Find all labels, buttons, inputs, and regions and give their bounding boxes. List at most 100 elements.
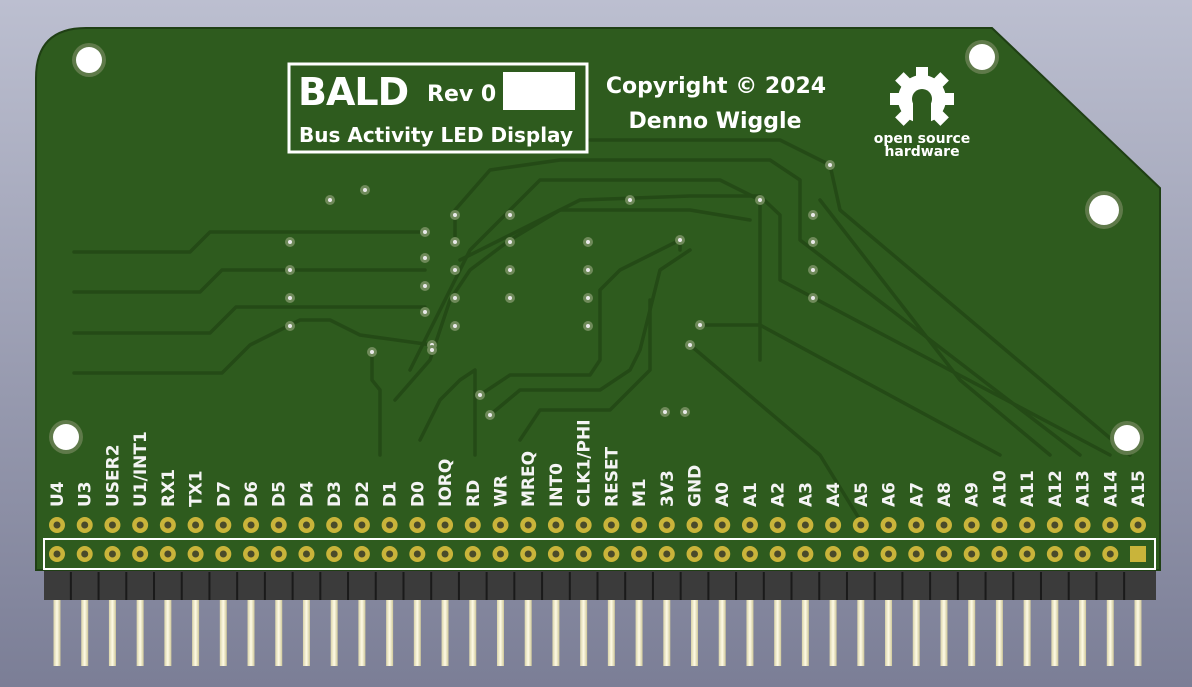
pin-label: MREQ bbox=[519, 451, 539, 507]
connector-divider bbox=[1067, 572, 1070, 600]
pin-label: INT0 bbox=[547, 463, 567, 507]
copyright-text: Copyright © 2024 bbox=[606, 74, 826, 99]
pad-drill bbox=[496, 550, 504, 558]
vias bbox=[285, 160, 835, 420]
pad-drill bbox=[995, 521, 1003, 529]
pin-label: A14 bbox=[1101, 470, 1121, 507]
header-pin bbox=[1023, 598, 1031, 666]
pad-drill bbox=[774, 521, 782, 529]
pad-drill bbox=[580, 550, 588, 558]
header-pin bbox=[136, 598, 144, 666]
pad-drill bbox=[746, 550, 754, 558]
header-pin bbox=[746, 598, 754, 666]
header-pin bbox=[524, 598, 532, 666]
via-drill bbox=[488, 413, 492, 417]
connector-divider bbox=[291, 572, 294, 600]
via-drill bbox=[453, 324, 457, 328]
connector-divider bbox=[568, 572, 571, 600]
pad-drill bbox=[940, 521, 948, 529]
header-pin bbox=[691, 598, 699, 666]
header-pin bbox=[885, 598, 893, 666]
pin-label: D3 bbox=[325, 481, 345, 507]
connector-divider bbox=[402, 572, 405, 600]
pad-drill bbox=[330, 521, 338, 529]
pin-label: A7 bbox=[907, 482, 927, 507]
pad-drill bbox=[801, 521, 809, 529]
via-drill bbox=[683, 410, 687, 414]
connector-divider bbox=[541, 572, 544, 600]
header-pin bbox=[441, 598, 449, 666]
pad-drill bbox=[108, 550, 116, 558]
pin-label: D0 bbox=[408, 481, 428, 507]
pad-drill bbox=[552, 550, 560, 558]
pad-drill bbox=[995, 550, 1003, 558]
pad-drill bbox=[1023, 521, 1031, 529]
mounting-hole bbox=[969, 44, 995, 70]
pin-label: D1 bbox=[381, 481, 401, 507]
pin-label: D4 bbox=[297, 481, 317, 507]
pad-drill bbox=[192, 521, 200, 529]
via-drill bbox=[628, 198, 632, 202]
connector-divider bbox=[735, 572, 738, 600]
pin-label: D2 bbox=[353, 481, 373, 507]
header-pin bbox=[81, 598, 89, 666]
pad-drill bbox=[885, 521, 893, 529]
connector-divider bbox=[97, 572, 100, 600]
pad-drill bbox=[386, 550, 394, 558]
pin-label: D6 bbox=[242, 481, 262, 507]
pin-label: RD bbox=[464, 480, 484, 507]
pin-label: RX1 bbox=[159, 469, 179, 507]
connector-divider bbox=[319, 572, 322, 600]
pin-label: A0 bbox=[713, 482, 733, 507]
pad-drill bbox=[108, 521, 116, 529]
pad-drill bbox=[968, 550, 976, 558]
via-drill bbox=[423, 256, 427, 260]
header-pin bbox=[718, 598, 726, 666]
pin-label: D7 bbox=[214, 481, 234, 507]
pad-drill bbox=[1051, 550, 1059, 558]
pad-drill bbox=[247, 521, 255, 529]
pad-drill bbox=[136, 521, 144, 529]
via-drill bbox=[423, 284, 427, 288]
connector-divider bbox=[485, 572, 488, 600]
author-text: Denno Wiggle bbox=[628, 109, 801, 134]
pin-label: A12 bbox=[1046, 470, 1066, 507]
via-drill bbox=[586, 240, 590, 244]
pin-label: A15 bbox=[1129, 470, 1149, 507]
pin-label: CLK1/PHI bbox=[575, 419, 595, 507]
via-drill bbox=[453, 268, 457, 272]
connector-divider bbox=[679, 572, 682, 600]
pin-label: IORQ bbox=[436, 459, 456, 507]
title-block-frame bbox=[287, 62, 589, 154]
pad-drill bbox=[192, 550, 200, 558]
via-drill bbox=[508, 296, 512, 300]
revision-label: Rev 0 bbox=[427, 82, 496, 107]
pad-drill bbox=[1106, 550, 1114, 558]
via-drill bbox=[586, 268, 590, 272]
via-drill bbox=[663, 410, 667, 414]
connector-divider bbox=[374, 572, 377, 600]
pad-drill bbox=[275, 550, 283, 558]
pad-drill bbox=[358, 550, 366, 558]
header-pin bbox=[635, 598, 643, 666]
header-pin bbox=[995, 598, 1003, 666]
oshw-logo: open source hardware bbox=[874, 67, 970, 160]
pad-drill bbox=[1079, 550, 1087, 558]
pad-drill bbox=[1051, 521, 1059, 529]
via-drill bbox=[423, 310, 427, 314]
pin-label: A2 bbox=[769, 482, 789, 507]
connector-divider bbox=[125, 572, 128, 600]
connector-divider bbox=[956, 572, 959, 600]
pin-label: M1 bbox=[630, 478, 650, 507]
pad-drill bbox=[635, 550, 643, 558]
header-pin bbox=[496, 598, 504, 666]
header-pin bbox=[275, 598, 283, 666]
pin-label: TX1 bbox=[187, 470, 207, 507]
pad-drill bbox=[552, 521, 560, 529]
pin-label: D5 bbox=[270, 481, 290, 507]
pad-drill bbox=[968, 521, 976, 529]
pad-drill bbox=[330, 550, 338, 558]
via-drill bbox=[586, 324, 590, 328]
header-pin bbox=[192, 598, 200, 666]
